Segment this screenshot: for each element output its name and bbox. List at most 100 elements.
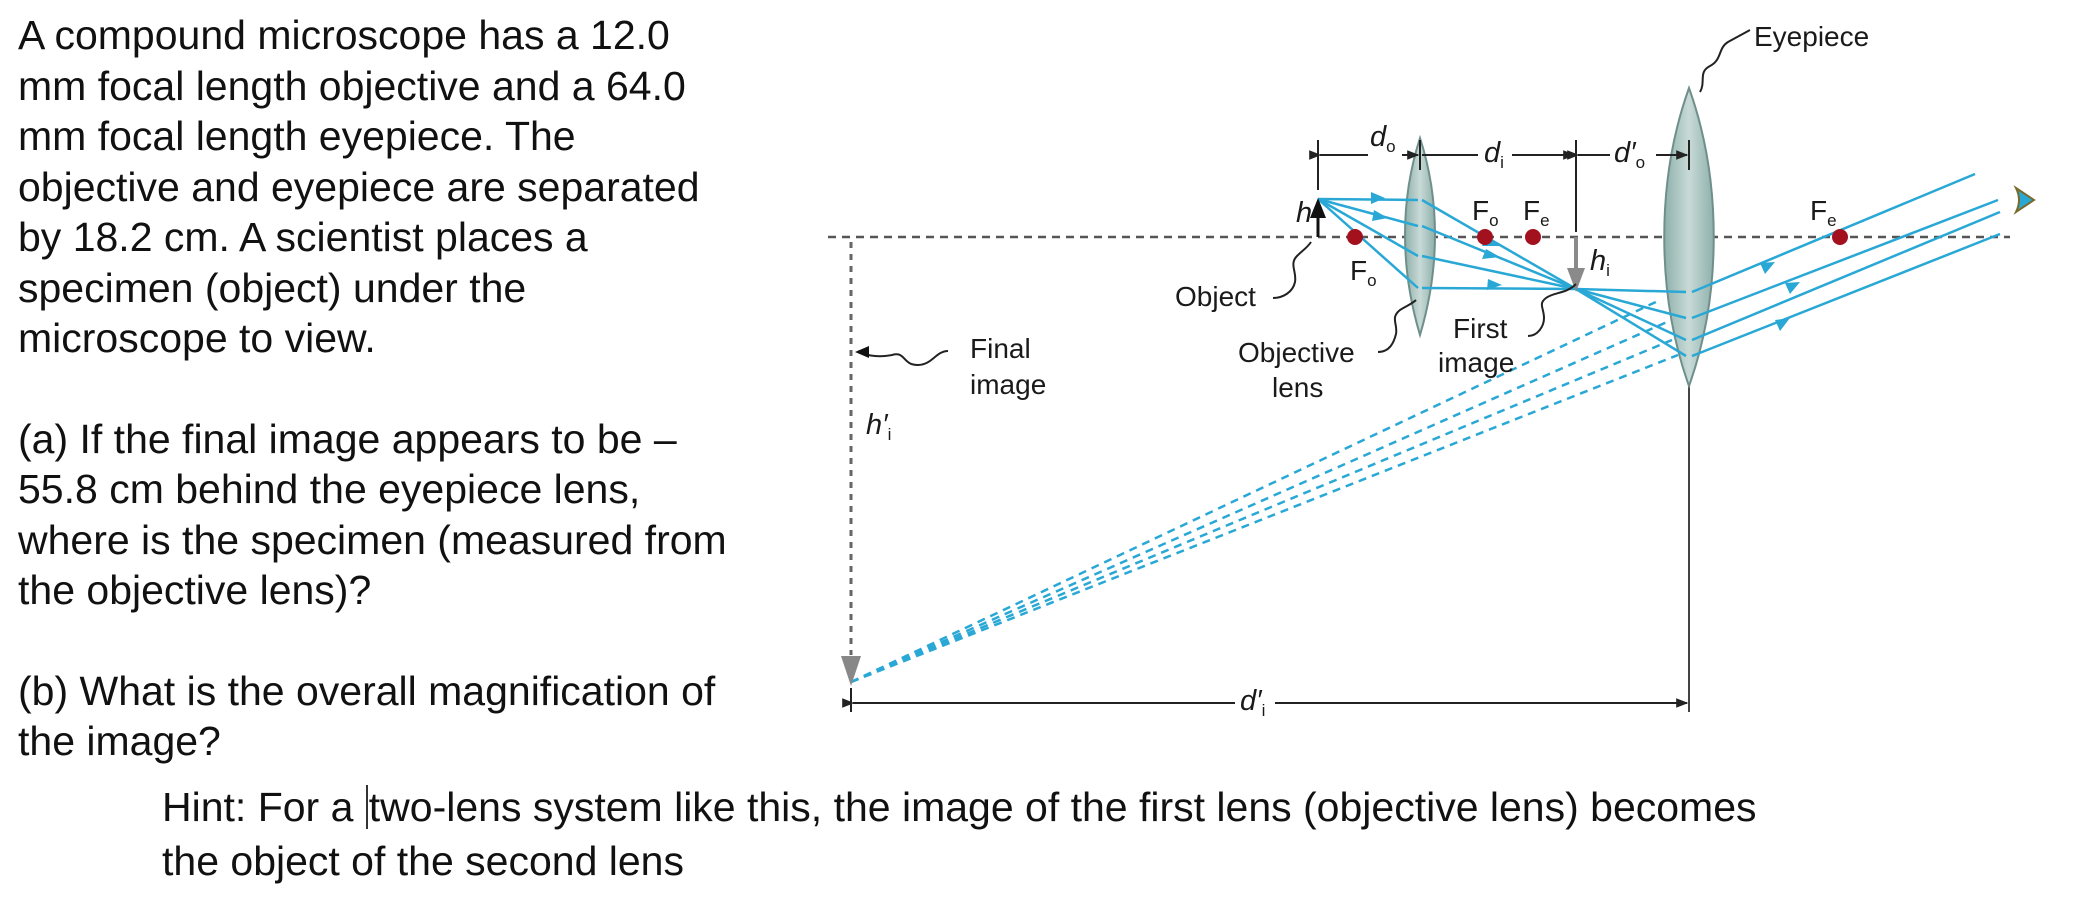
- d-o-prime-letter: d′: [1614, 137, 1637, 169]
- f-e-left-subscript: e: [1540, 211, 1549, 230]
- f-o-right-letter: F: [1472, 195, 1489, 226]
- ray-segment: [1691, 198, 1999, 320]
- object-arrowhead: [1310, 198, 1326, 218]
- f-e-right-symbol: Fe: [1810, 195, 1837, 230]
- part-a-line: the objective lens)?: [18, 567, 372, 613]
- final-image-arrowhead: [841, 656, 861, 686]
- objective-lens: [1404, 134, 1436, 339]
- part-a-line: (a) If the final image appears to be –: [18, 415, 677, 462]
- problem-part-a: (a) If the final image appears to be – 5…: [18, 414, 808, 616]
- eyepiece-lens: [1663, 85, 1715, 389]
- virtual-ray: [850, 298, 1661, 684]
- d-i-prime-label-bg: [1235, 685, 1275, 719]
- f-o-left-symbol: Fo: [1350, 255, 1377, 290]
- ray-segment: [1317, 197, 1419, 228]
- part-a-line: 55.8 cm behind the eyepiece lens,: [18, 466, 641, 512]
- hint-line-2: the object of the second lens: [162, 838, 684, 884]
- ray-segment: [1317, 197, 1419, 202]
- h-i-subscript: i: [1606, 261, 1610, 280]
- eyepiece-label: Eyepiece: [1754, 21, 1869, 52]
- f-o-right-subscript: o: [1489, 211, 1498, 230]
- ray-arrowhead: [1371, 192, 1385, 204]
- h-i-prime-letter: h′: [866, 409, 889, 441]
- part-a-line: where is the specimen (measured from: [18, 516, 727, 563]
- ray-arrowhead: [1760, 262, 1775, 274]
- text-cursor: [365, 785, 368, 829]
- problem-intro: A compound microscope has a 12.0 mm foca…: [18, 10, 808, 364]
- f-o-right-symbol: Fo: [1472, 195, 1499, 230]
- problem-intro-line: A compound microscope has a 12.0: [18, 12, 670, 58]
- ray-segment: [1575, 287, 1687, 342]
- d-i-prime-symbol: d′i: [1240, 685, 1265, 720]
- objective-lens-label-line2: lens: [1272, 372, 1323, 403]
- ray-arrowhead: [1487, 279, 1502, 290]
- focal-point-objective-left: [1347, 229, 1363, 245]
- ray-segment: [1575, 287, 1687, 294]
- h-i-prime-symbol: h′i: [866, 409, 891, 444]
- ray-segment: [1421, 254, 1577, 291]
- h-object-symbol: h: [1296, 197, 1312, 229]
- problem-intro-line: by 18.2 cm. A scientist places a: [18, 214, 588, 260]
- focal-point-eyepiece-right: [1832, 229, 1848, 245]
- object-leader: [1272, 241, 1312, 299]
- ray-segment: [1317, 198, 1419, 289]
- ray-segment: [1421, 286, 1577, 291]
- first-image-leader: [1527, 283, 1577, 337]
- f-e-right-subscript: e: [1827, 211, 1836, 230]
- objective-lens-label-line1: Objective: [1238, 337, 1355, 368]
- focal-point-eyepiece-left: [1525, 229, 1541, 245]
- problem-text: A compound microscope has a 12.0 mm foca…: [18, 10, 808, 767]
- hint-line-1: Hint: For a two-lens system like this, t…: [162, 780, 2062, 834]
- problem-intro-line: mm focal length objective and a 64.0: [18, 62, 686, 109]
- d-i-letter: d: [1484, 137, 1501, 169]
- d-o-prime-symbol: d′o: [1614, 137, 1645, 172]
- d-o-prime-subscript: o: [1636, 153, 1645, 172]
- first-image-label-line1: First: [1453, 313, 1508, 344]
- final-image-leader-arrowhead: [855, 346, 869, 358]
- h-i-prime-subscript: i: [888, 425, 892, 444]
- hint-prefix: Hint: For a: [162, 784, 365, 830]
- d-o-subscript: o: [1386, 137, 1395, 156]
- first-image-arrowhead: [1567, 268, 1585, 292]
- problem-intro-line: objective and eyepiece are separated: [18, 163, 700, 210]
- part-b-line: the image?: [18, 718, 221, 764]
- ray-direction-arrows: [1371, 192, 1800, 331]
- f-o-left-subscript: o: [1367, 271, 1376, 290]
- focal-point-objective-right: [1477, 229, 1493, 245]
- leader-lines: [857, 29, 1751, 367]
- d-o-prime-label-bg: [1610, 138, 1656, 172]
- d-i-prime-subscript: i: [1262, 701, 1266, 720]
- eyepiece-leader: [1699, 29, 1751, 93]
- virtual-ray: [850, 353, 1679, 684]
- d-o-symbol: do: [1370, 121, 1396, 156]
- d-i-subscript: i: [1500, 153, 1504, 172]
- ray-segment: [1575, 287, 1687, 358]
- problem-part-b: (b) What is the overall magnification of…: [18, 666, 808, 767]
- virtual-ray: [850, 320, 1668, 684]
- d-i-label-bg: [1478, 138, 1512, 172]
- hint-rest: two-lens system like this, the image of …: [368, 784, 1757, 830]
- ray-segment: [1421, 198, 1577, 291]
- ray-segment: [1691, 232, 2001, 358]
- ray-segment: [1575, 287, 1687, 320]
- eye-icon: [2013, 185, 2036, 215]
- ray-arrowhead: [1775, 318, 1790, 331]
- hint-text[interactable]: Hint: For a two-lens system like this, t…: [162, 780, 2062, 888]
- objective-lens-leader: [1377, 299, 1417, 353]
- part-b-line: (b) What is the overall magnification of: [18, 667, 716, 714]
- d-o-letter: d: [1370, 121, 1387, 153]
- problem-intro-line: microscope to view.: [18, 315, 376, 361]
- ray-segment: [1421, 224, 1577, 291]
- h-object-letter: h: [1296, 197, 1312, 229]
- d-o-label-bg: [1368, 138, 1402, 172]
- ray-arrowhead: [1372, 210, 1388, 221]
- ray-arrowhead: [1785, 282, 1800, 294]
- ray-arrowhead: [1482, 249, 1500, 259]
- h-i-symbol: hi: [1590, 245, 1610, 280]
- problem-intro-line: specimen (object) under the: [18, 264, 527, 311]
- object-label: Object: [1175, 281, 1256, 312]
- f-o-left-letter: F: [1350, 255, 1367, 286]
- final-image-label-line1: Final: [970, 333, 1031, 364]
- f-e-right-letter: F: [1810, 195, 1827, 226]
